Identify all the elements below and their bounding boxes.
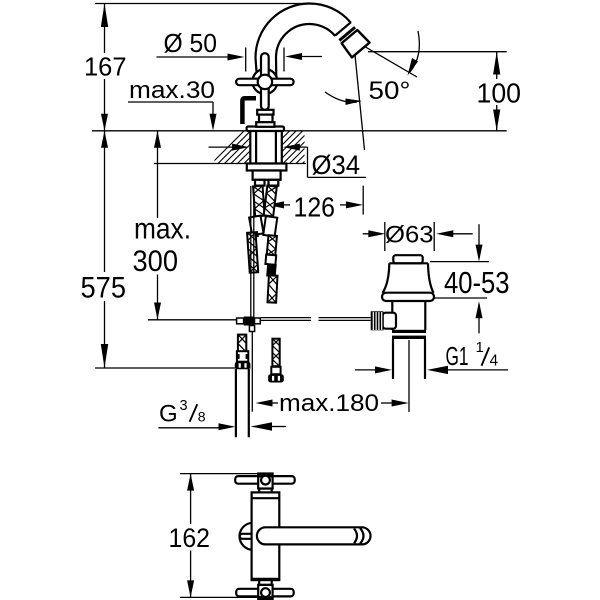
svg-text:G: G (159, 401, 178, 428)
svg-text:Ø63: Ø63 (385, 222, 434, 249)
svg-text:575: 575 (81, 272, 127, 305)
svg-text:126: 126 (294, 191, 336, 222)
svg-text:max.180: max.180 (279, 390, 379, 417)
svg-text:G1: G1 (446, 341, 469, 371)
svg-text:8: 8 (198, 409, 206, 425)
svg-text:1: 1 (476, 339, 484, 356)
svg-text:167: 167 (84, 52, 127, 82)
svg-text:Ø34: Ø34 (312, 150, 361, 180)
svg-text:162: 162 (169, 523, 211, 553)
svg-text:40-53: 40-53 (444, 265, 510, 300)
svg-text:max.30: max.30 (129, 77, 215, 104)
svg-text:Ø 50: Ø 50 (164, 28, 218, 58)
svg-text:3: 3 (180, 398, 188, 414)
svg-text:max.: max. (134, 213, 191, 246)
svg-text:4: 4 (490, 353, 499, 370)
svg-text:100: 100 (477, 78, 522, 109)
svg-text:50°: 50° (369, 77, 411, 105)
svg-text:300: 300 (133, 245, 179, 278)
